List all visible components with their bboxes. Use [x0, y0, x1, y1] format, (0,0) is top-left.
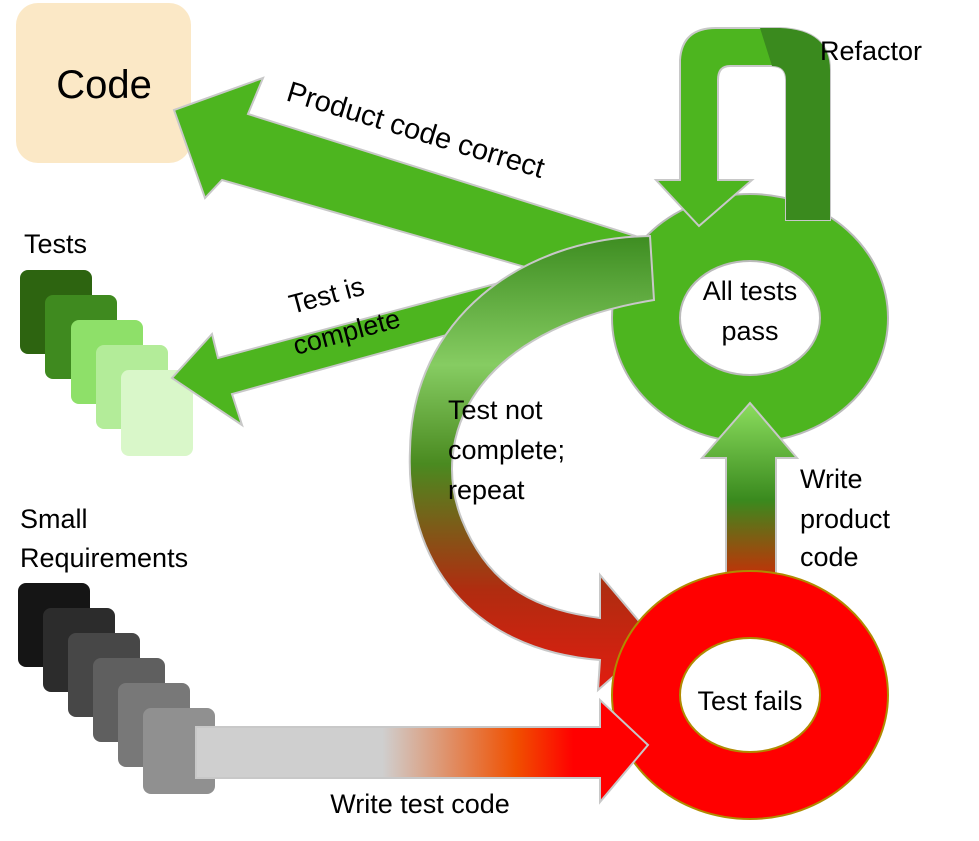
refactor-loop-arrow — [653, 27, 831, 228]
write-test-code-label: Write test code — [330, 789, 510, 819]
write-product-label-3: code — [800, 542, 859, 572]
test-fails-label: Test fails — [697, 686, 802, 716]
all-tests-pass-label-2: pass — [721, 316, 778, 346]
requirements-label-2: Requirements — [20, 543, 188, 573]
refactor-label: Refactor — [820, 36, 922, 66]
write-test-code-arrow — [195, 697, 650, 805]
all-tests-pass-label-1: All tests — [703, 276, 798, 306]
all-tests-pass-node — [610, 193, 890, 443]
requirements-label-1: Small — [20, 504, 88, 534]
not-complete-label-1: Test not — [448, 395, 543, 425]
code-label: Code — [56, 63, 152, 107]
test-not-complete-arrow — [408, 234, 657, 693]
tests-stack — [20, 270, 193, 456]
test-complete-label-1: Test is — [286, 271, 368, 320]
requirements-stack — [18, 583, 215, 794]
test-fails-node — [610, 570, 890, 820]
not-complete-label-3: repeat — [448, 475, 525, 505]
tests-label: Tests — [24, 229, 87, 259]
write-product-label-1: Write — [800, 464, 863, 494]
write-product-label-2: product — [800, 504, 891, 534]
not-complete-label-2: complete; — [448, 435, 565, 465]
code-box: Code — [16, 3, 191, 163]
